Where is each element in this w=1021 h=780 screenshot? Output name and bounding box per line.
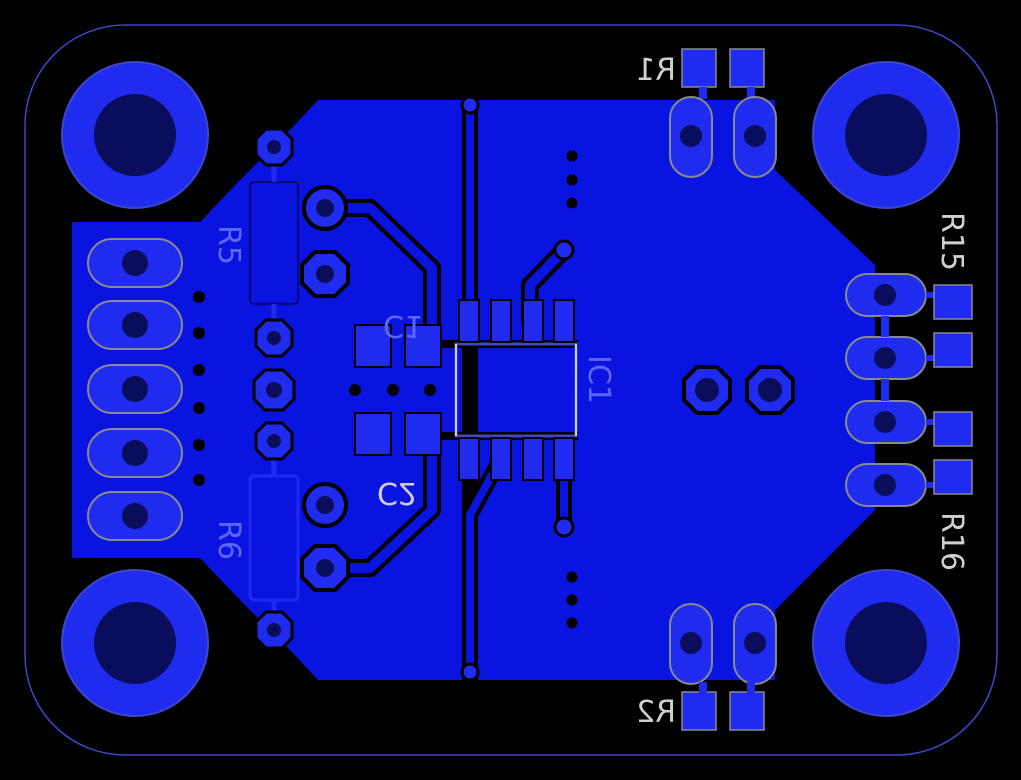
capacitor-c2 xyxy=(354,412,442,456)
label-r6: R6 xyxy=(211,520,246,560)
label-c1: C1 xyxy=(383,308,423,343)
resistor-r5 xyxy=(248,165,300,320)
tht-pads-column xyxy=(252,127,296,650)
resistor-r2 xyxy=(669,603,777,731)
header-pad xyxy=(87,428,183,478)
mounting-hole-top-right xyxy=(812,61,960,209)
header-pad xyxy=(87,364,183,414)
label-r5: R5 xyxy=(211,225,246,265)
mounting-hole-bottom-right xyxy=(812,569,960,717)
ic1-pads-top xyxy=(458,299,575,343)
label-r15: R15 xyxy=(934,212,969,271)
mounting-hole-top-left xyxy=(61,61,209,209)
label-ic1: IC1 xyxy=(581,355,616,404)
label-c2: C2 xyxy=(377,475,417,510)
mounting-holes xyxy=(61,61,960,717)
mounting-hole-bottom-left xyxy=(61,569,209,717)
label-r1: R1 xyxy=(636,53,676,88)
ic1 xyxy=(454,299,578,481)
label-r2: R2 xyxy=(636,695,676,730)
label-r16: R16 xyxy=(934,512,969,571)
via-column-left xyxy=(193,291,205,486)
via-groups xyxy=(566,150,578,629)
tht-pads-inner xyxy=(300,185,350,592)
vias-cap xyxy=(349,384,436,396)
header-pad xyxy=(87,300,183,350)
vias-small xyxy=(460,95,575,682)
resistor-r1 xyxy=(669,48,777,178)
resistor-r15-r16 xyxy=(845,273,973,507)
header-pad xyxy=(87,491,183,541)
capacitor-c1 xyxy=(354,324,442,368)
resistor-r6 xyxy=(248,460,300,615)
ic1-pads-bottom xyxy=(458,437,575,481)
header-pad xyxy=(87,238,183,288)
left-header xyxy=(87,238,183,541)
center-pads xyxy=(682,365,795,415)
